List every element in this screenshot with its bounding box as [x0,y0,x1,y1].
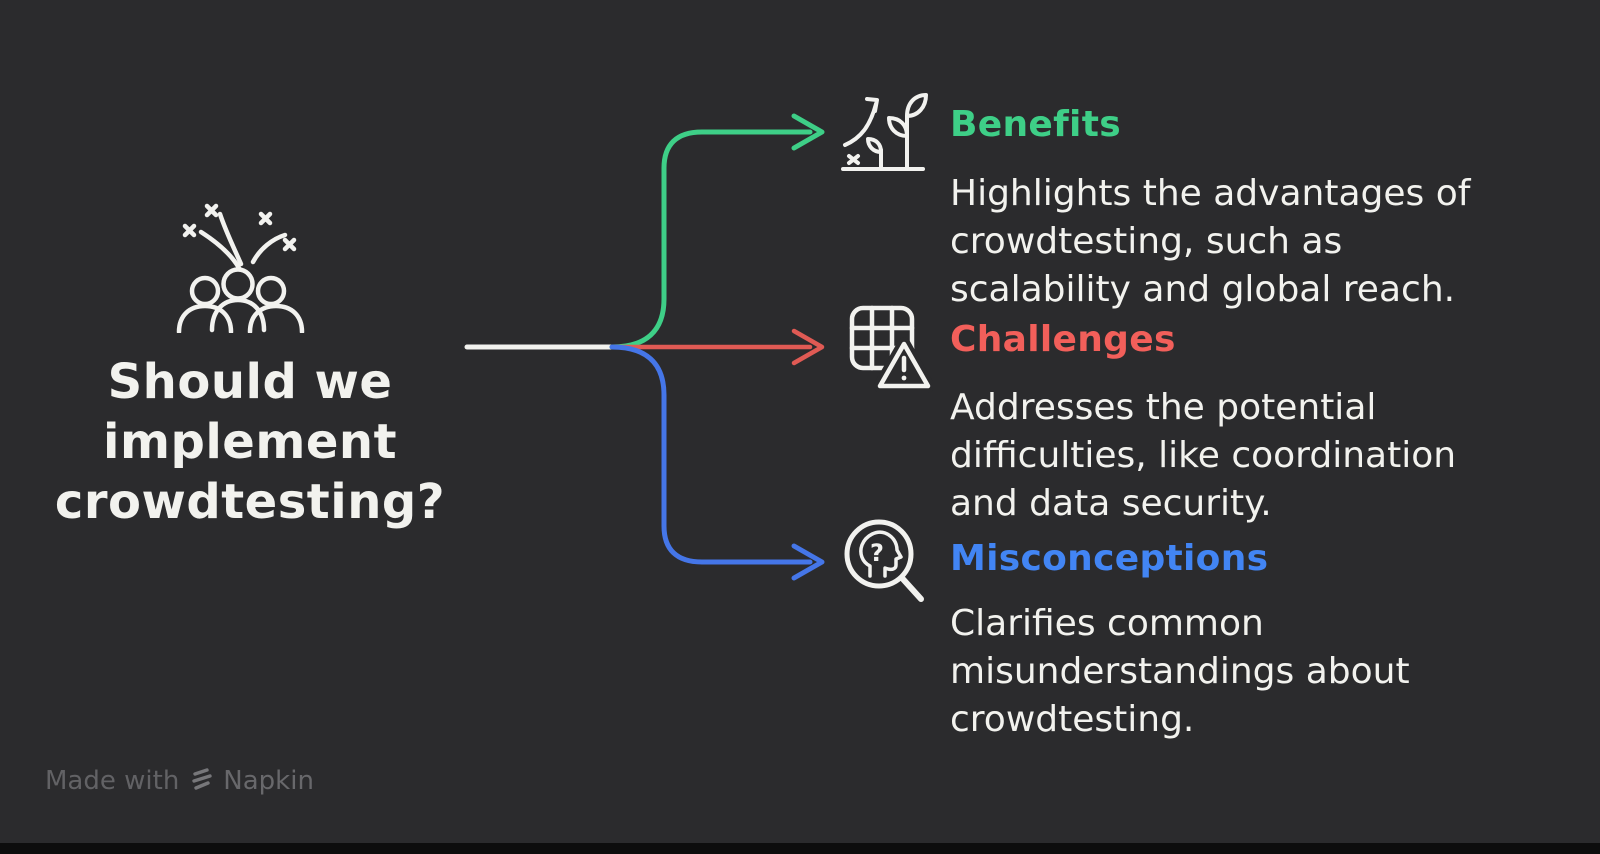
benefits-description: Highlights the advantages of crowdtestin… [950,173,1471,310]
challenges-branch-line [609,328,825,366]
question-title-line-1: Should we [107,354,393,410]
question-mark-glyph: ? [870,539,884,567]
misconceptions-heading: Misconceptions [950,538,1269,579]
misconceptions-arrowhead-icon [791,543,825,581]
question-title-line-2: implement [102,414,398,470]
challenges-arrowhead-icon [791,328,825,366]
benefits-arrowhead-icon [791,113,825,151]
question-title-line-3: crowdtesting? [54,474,446,530]
benefits-heading: Benefits [950,104,1121,145]
question-title: Should we implement crowdtesting? [15,352,485,532]
challenges-heading: Challenges [950,319,1176,360]
napkin-brand-label: Napkin [223,766,314,796]
made-with-napkin-footer: Made with Napkin [45,766,314,796]
grid-warning-icon [849,305,933,393]
crowd-celebration-icon [176,203,305,333]
benefits-branch-line [609,113,825,350]
misconceptions-branch-line [609,344,825,581]
challenges-description: Addresses the potential difficulties, li… [950,387,1457,524]
head-question-magnifier-icon: ? [844,519,924,602]
growth-plant-icon [841,93,928,171]
napkin-logo-icon [192,768,212,790]
made-with-label: Made with [45,766,180,796]
bottom-black-bar [0,843,1600,854]
misconceptions-description: Clarifies common misunderstandings about… [950,603,1410,740]
